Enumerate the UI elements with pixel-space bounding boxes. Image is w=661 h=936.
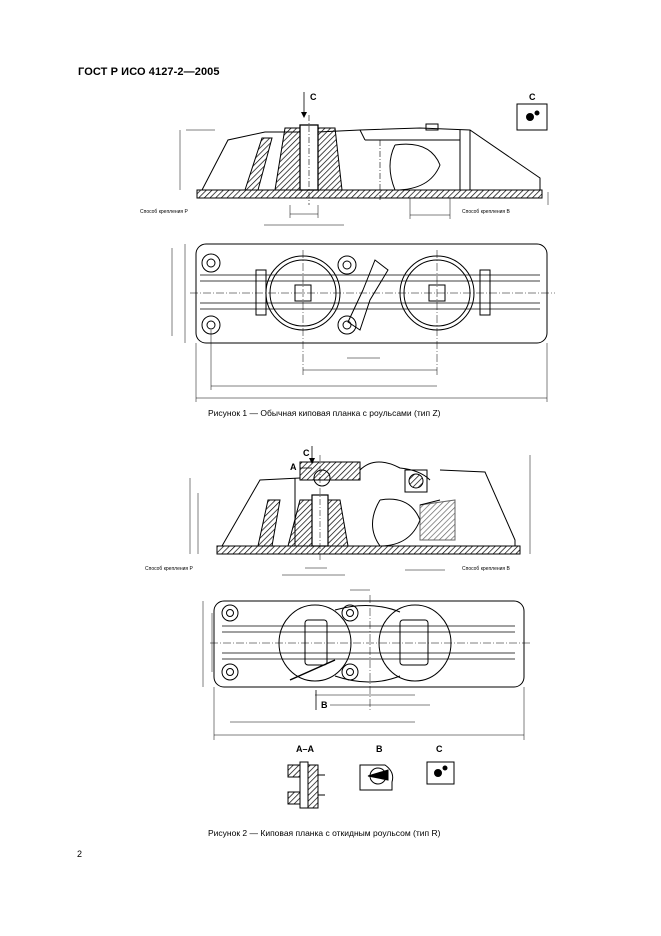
fig2-section-a-label: A [290, 462, 297, 472]
figure2-plan-view [202, 589, 530, 740]
fig2-detail-b [359, 764, 394, 791]
fig2-view-c-label: C [303, 448, 310, 458]
fig2-detail-aa-label: A–A [296, 744, 315, 754]
figure1-plan-view [171, 243, 555, 402]
fig2-detail-aa [287, 761, 325, 809]
fig2-mounting-b: Способ крепления В [462, 566, 510, 572]
figure2-caption: Рисунок 2 — Киповая планка с откидным ро… [208, 828, 441, 838]
fig2-mounting-p: Способ крепления Р [145, 566, 193, 572]
fig2-detail-b-label: B [376, 744, 383, 754]
fig1-mounting-b: Способ крепления В [462, 209, 510, 215]
fig2-detail-c-label: C [436, 744, 443, 754]
figure1-side-view [179, 92, 549, 226]
page-number: 2 [77, 849, 83, 859]
document-header: ГОСТ Р ИСО 4127-2—2005 [78, 66, 220, 78]
fig2-detail-c [426, 761, 455, 785]
figure2-side-view [189, 446, 531, 576]
fig2-view-b-label: B [321, 700, 328, 710]
figure1-caption: Рисунок 1 — Обычная киповая планка с роу… [208, 408, 441, 418]
fig1-detail-c [516, 103, 548, 131]
fig1-mounting-p: Способ крепления Р [140, 209, 188, 215]
fig1-view-c-label: C [310, 92, 317, 102]
fig1-detail-c-label: C [529, 92, 536, 102]
